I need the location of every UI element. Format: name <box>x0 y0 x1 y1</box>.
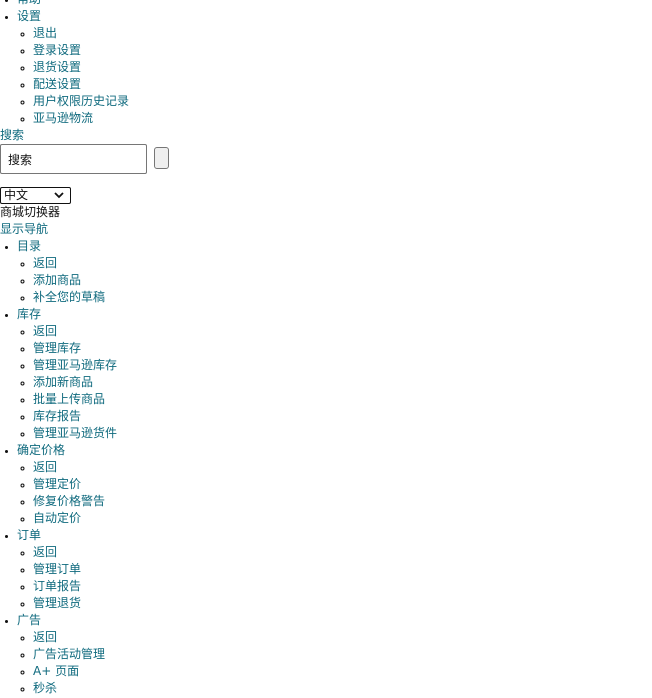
nav-item-link[interactable]: 管理亚马逊库存 <box>33 358 118 372</box>
nav-section-label[interactable]: 库存 <box>17 307 42 321</box>
settings-item-link[interactable]: 亚马逊物流 <box>33 111 94 125</box>
nav-item[interactable]: 管理亚马逊库存 <box>33 357 652 374</box>
nav-item-link[interactable]: 添加新商品 <box>33 375 94 389</box>
nav-item[interactable]: 管理定价 <box>33 476 652 493</box>
top-menu-settings[interactable]: 设置 退出 登录设置 退货设置 配送设置 用户权限历史记录 亚马逊物流 <box>17 8 652 127</box>
nav-item-link[interactable]: 自动定价 <box>33 511 82 525</box>
nav-item[interactable]: 批量上传商品 <box>33 391 652 408</box>
settings-item-link[interactable]: 退出 <box>33 26 58 40</box>
nav-item[interactable]: 修复价格警告 <box>33 493 652 510</box>
nav-item-link[interactable]: 修复价格警告 <box>33 494 106 508</box>
top-menu-help[interactable]: 帮助 <box>17 0 652 8</box>
settings-item-login-settings[interactable]: 登录设置 <box>33 42 652 59</box>
nav-item[interactable]: 补全您的草稿 <box>33 289 652 306</box>
nav-item[interactable]: 订单报告 <box>33 578 652 595</box>
nav-item[interactable]: 广告活动管理 <box>33 646 652 663</box>
nav-item[interactable]: 返回 <box>33 459 652 476</box>
chevron-down-icon <box>54 192 64 199</box>
main-nav: 目录 返回 添加商品 补全您的草稿 库存 返回 管理库存 管理亚马逊库存 添加新… <box>0 238 652 697</box>
search-submit-button[interactable] <box>154 147 169 169</box>
nav-item-link[interactable]: 库存报告 <box>33 409 82 423</box>
nav-item-link[interactable]: 管理亚马逊货件 <box>33 426 118 440</box>
search-row <box>0 144 652 174</box>
language-selected-value: 中文 <box>4 188 29 202</box>
nav-item-link[interactable]: A+ 页面 <box>33 664 80 678</box>
settings-item-link[interactable]: 登录设置 <box>33 43 82 57</box>
nav-item-link[interactable]: 管理订单 <box>33 562 82 576</box>
nav-item[interactable]: 返回 <box>33 544 652 561</box>
nav-item[interactable]: 秒杀 <box>33 680 652 697</box>
nav-item[interactable]: 管理退货 <box>33 595 652 612</box>
nav-item-link[interactable]: 秒杀 <box>33 681 58 695</box>
settings-item-return-settings[interactable]: 退货设置 <box>33 59 652 76</box>
nav-submenu: 返回 广告活动管理 A+ 页面 秒杀 <box>17 629 652 697</box>
search-label[interactable]: 搜索 <box>0 128 25 142</box>
nav-item-link[interactable]: 订单报告 <box>33 579 82 593</box>
nav-section-label[interactable]: 订单 <box>17 528 42 542</box>
top-menu: 帮助 设置 退出 登录设置 退货设置 配送设置 用户权限历史记录 亚马逊物流 <box>0 0 652 127</box>
settings-item-permission-history[interactable]: 用户权限历史记录 <box>33 93 652 110</box>
settings-item-link[interactable]: 配送设置 <box>33 77 82 91</box>
search-input[interactable] <box>0 144 147 174</box>
nav-submenu: 返回 管理定价 修复价格警告 自动定价 <box>17 459 652 527</box>
nav-item-link[interactable]: 补全您的草稿 <box>33 290 106 304</box>
nav-item[interactable]: 添加新商品 <box>33 374 652 391</box>
nav-item-link[interactable]: 返回 <box>33 630 58 644</box>
help-link[interactable]: 帮助 <box>17 0 41 6</box>
nav-item-link[interactable]: 返回 <box>33 545 58 559</box>
settings-item-link[interactable]: 退货设置 <box>33 60 82 74</box>
nav-item-link[interactable]: 返回 <box>33 256 58 270</box>
nav-item-link[interactable]: 返回 <box>33 460 58 474</box>
spacer <box>0 174 652 187</box>
settings-item-fba[interactable]: 亚马逊物流 <box>33 110 652 127</box>
nav-section-label[interactable]: 确定价格 <box>17 443 66 457</box>
nav-item[interactable]: 返回 <box>33 629 652 646</box>
nav-item[interactable]: 返回 <box>33 255 652 272</box>
settings-item-shipping-settings[interactable]: 配送设置 <box>33 76 652 93</box>
show-nav-row: 显示导航 <box>0 221 652 238</box>
nav-submenu: 返回 管理订单 订单报告 管理退货 <box>17 544 652 612</box>
nav-submenu: 返回 添加商品 补全您的草稿 <box>17 255 652 306</box>
nav-item[interactable]: 管理订单 <box>33 561 652 578</box>
settings-item-logout[interactable]: 退出 <box>33 25 652 42</box>
settings-item-link[interactable]: 用户权限历史记录 <box>33 94 130 108</box>
nav-item[interactable]: 返回 <box>33 323 652 340</box>
nav-item[interactable]: A+ 页面 <box>33 663 652 680</box>
nav-item[interactable]: 添加商品 <box>33 272 652 289</box>
nav-inventory[interactable]: 库存 返回 管理库存 管理亚马逊库存 添加新商品 批量上传商品 库存报告 管理亚… <box>17 306 652 442</box>
search-label-row: 搜索 <box>0 127 652 144</box>
nav-item[interactable]: 库存报告 <box>33 408 652 425</box>
nav-orders[interactable]: 订单 返回 管理订单 订单报告 管理退货 <box>17 527 652 612</box>
nav-item[interactable]: 自动定价 <box>33 510 652 527</box>
nav-item-link[interactable]: 广告活动管理 <box>33 647 106 661</box>
nav-item-link[interactable]: 管理库存 <box>33 341 82 355</box>
nav-section-label[interactable]: 目录 <box>17 239 42 253</box>
show-navigation-link[interactable]: 显示导航 <box>0 222 49 236</box>
nav-item-link[interactable]: 返回 <box>33 324 58 338</box>
settings-submenu: 退出 登录设置 退货设置 配送设置 用户权限历史记录 亚马逊物流 <box>17 25 652 127</box>
nav-catalog[interactable]: 目录 返回 添加商品 补全您的草稿 <box>17 238 652 306</box>
nav-item-link[interactable]: 添加商品 <box>33 273 82 287</box>
store-switcher-label: 商城切换器 <box>0 205 61 219</box>
nav-item[interactable]: 管理亚马逊货件 <box>33 425 652 442</box>
language-select[interactable]: 中文 <box>0 187 71 204</box>
nav-submenu: 返回 管理库存 管理亚马逊库存 添加新商品 批量上传商品 库存报告 管理亚马逊货… <box>17 323 652 442</box>
nav-advertising[interactable]: 广告 返回 广告活动管理 A+ 页面 秒杀 <box>17 612 652 697</box>
nav-section-label[interactable]: 广告 <box>17 613 42 627</box>
nav-item-link[interactable]: 管理退货 <box>33 596 82 610</box>
nav-item-link[interactable]: 管理定价 <box>33 477 82 491</box>
nav-item[interactable]: 管理库存 <box>33 340 652 357</box>
nav-item-link[interactable]: 批量上传商品 <box>33 392 106 406</box>
nav-pricing[interactable]: 确定价格 返回 管理定价 修复价格警告 自动定价 <box>17 442 652 527</box>
settings-link[interactable]: 设置 <box>17 9 42 23</box>
